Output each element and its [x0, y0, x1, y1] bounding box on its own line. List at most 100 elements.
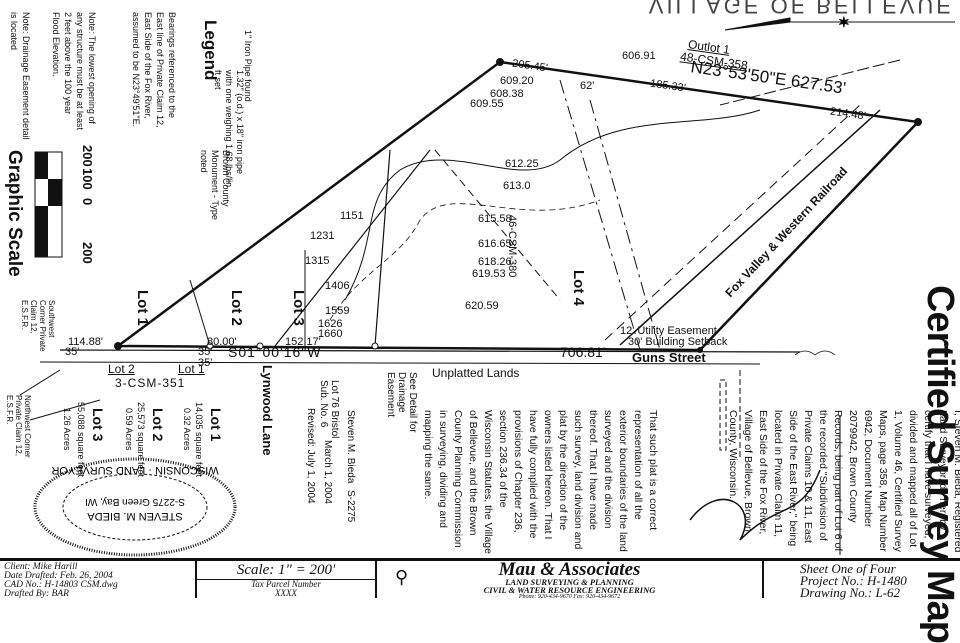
lot-area-acres: 1.26 Acres: [62, 408, 72, 451]
lot-area-sqft: 55,088 square feet: [76, 402, 86, 478]
text-line: with the provisions of Chapter 236, sect…: [497, 410, 539, 539]
lot-area-label: Lot 2: [150, 408, 166, 442]
tax-parcel-label: Tax Parcel Number: [251, 579, 321, 589]
dimension: 62': [580, 80, 595, 92]
elevation: 608.38: [490, 88, 524, 100]
text-line: 358, Map Number 6942, Document Number: [862, 410, 889, 552]
contour-label: 1231: [310, 230, 335, 242]
tax-parcel-value: XXXX: [275, 588, 297, 598]
text-line: Volume 46, Certified Survey Maps, page: [877, 410, 904, 552]
scale-label: Scale: 1" = 200': [197, 561, 375, 580]
surveyor-name: Steven M. Bieda: [345, 410, 356, 484]
scale-tick: 100: [80, 168, 95, 190]
elevation: 612.25: [505, 158, 539, 170]
corner-note: Southwest Corner Private Claim 12, E.S.F…: [20, 300, 56, 352]
contour-label: 1315: [305, 255, 330, 267]
text-line: Planning Commission in surveying, dividi…: [437, 410, 464, 548]
bearings-note: Bearings referenced to the East line of …: [131, 12, 177, 128]
survey-map: ✶ VILLAGE OF BELLEVUE Certified Survey M…: [4, 0, 960, 643]
text-line: and mapping the same.: [422, 410, 449, 528]
dimension: 35': [198, 346, 213, 358]
lot-label: Lot 3: [290, 290, 307, 326]
legend-heading: Legend: [201, 20, 220, 81]
text-line: have made such survey, land division: [572, 410, 599, 531]
svg-text:✶: ✶: [838, 14, 850, 30]
survey-date: March 1, 2004: [322, 440, 333, 504]
dimension: 152.17': [285, 336, 321, 348]
contour-label: 1406: [325, 280, 350, 292]
legend-item: Brown County Monument - Type noted: [199, 150, 231, 220]
elevation: 619.53: [472, 268, 506, 280]
text-line: CAD No.: H-14803 CSM.dwg: [4, 580, 118, 590]
contour-label: 1626: [318, 318, 343, 330]
scale-title: Graphic Scale: [4, 150, 25, 277]
unplatted-lands: Unplatted Lands: [432, 366, 520, 380]
drainage-note: Note: Drainage Easement detail is locate…: [9, 12, 31, 140]
contour-label: 1151: [340, 210, 364, 222]
svg-text:S-2275 Green Bay, WI: S-2275 Green Bay, WI: [85, 496, 185, 507]
sheet-info: Sheet One of Four Project No.: H-1480 Dr…: [764, 561, 960, 600]
sheet-number: Sheet One of Four: [800, 561, 896, 576]
corner-note: Northwest Corner Private Claim 12, E.S.F…: [5, 395, 32, 458]
text-line: I, Steven M. Bieda, Registered Land: [937, 410, 960, 553]
csm-reference: 46-CSM-380: [506, 215, 518, 278]
company-name: Mau & Associates: [498, 559, 641, 580]
text-line: That such plat is a correct representati…: [632, 410, 659, 531]
elevation: 620.59: [465, 300, 499, 312]
text-line: Client: Mike Harill: [4, 562, 78, 572]
dimension: 35': [198, 357, 213, 369]
signature: [689, 469, 821, 541]
text-line: 2079942, Brown County Records, being par…: [832, 410, 859, 523]
svg-text:WISCONSIN · LAND SURVEYOR: WISCONSIN · LAND SURVEYOR: [51, 464, 218, 476]
text-line: listed hereon. That I have fully complie…: [527, 410, 554, 540]
road-centerline: [59, 349, 801, 353]
lot-area-sqft: 14,035 square feet: [194, 402, 204, 478]
dimension: 35': [65, 346, 80, 358]
scale-tick: 200: [80, 145, 95, 167]
certificate-text-2: That such plat is a correct representati…: [422, 410, 660, 555]
text-line: Bellevue, Brown County, Wisconsin.: [727, 410, 754, 532]
lot-label: Lot 4: [570, 270, 587, 306]
csm-reference: 3-CSM-351: [115, 376, 186, 390]
lot-area-acres: 0.32 Acres: [182, 408, 192, 451]
drainage-detail-note: See Detail for Drainage Easement: [385, 372, 418, 433]
elevation: 616.65: [478, 238, 512, 250]
text-line: of all the exterior boundaries of the la…: [617, 410, 644, 552]
elevation: 613.0: [503, 180, 531, 192]
utility-easement: 12' Utility Easement: [620, 325, 717, 337]
contour-label: 1559: [325, 305, 350, 317]
lot-reference: Lot 76 Bristol Sub. No. 6: [318, 380, 340, 439]
adjacent-lot: Lot 2: [108, 362, 135, 376]
plumb-bob-icon: ⚲: [395, 567, 409, 587]
street-name: Guns Street: [632, 350, 706, 365]
legend-item: 1" Iron Pipe found: [243, 30, 253, 102]
elevation: 606.91: [622, 50, 656, 62]
adjacent-lot: Lot 1: [178, 362, 205, 376]
lot-label: Lot 1: [134, 290, 151, 326]
scale-cell: Scale: 1" = 200' Tax Parcel Number XXXX: [197, 561, 377, 598]
dimension: 114.88': [68, 336, 103, 348]
text-line: Date Drafted: Feb. 26, 2004: [4, 571, 113, 581]
elevation: 609.55: [470, 98, 504, 110]
scale-tick: 200: [80, 242, 95, 264]
surveyor-license: S-2275: [345, 490, 356, 523]
lane-name: Lynwood Lane: [260, 365, 275, 456]
svg-text:STEVEN M. BIEDA: STEVEN M. BIEDA: [87, 510, 183, 522]
text-line: Private Claims 10 & 11, East Side of the: [787, 410, 814, 543]
flood-note: Note: The lowest opening of any structur…: [51, 12, 97, 131]
north-arrow: ✶: [724, 14, 955, 31]
text-line: Surveyor, do hereby certify that I have: [922, 410, 949, 531]
company-sub1: LAND SURVEYING & PLANNING: [505, 577, 634, 587]
text-line: surveyed and the division thereof. That …: [587, 410, 614, 529]
village-header: VILLAGE OF BELLEVUE: [648, 0, 954, 18]
scale-tick: 0: [80, 198, 95, 206]
surveyor-seal: STEVEN M. BIEDA S-2275 Green Bay, WI WIS…: [33, 457, 237, 557]
lot-label: Lot 2: [228, 290, 245, 326]
text-line: Drafted By: BAR: [4, 589, 69, 599]
revised-date: Revised: July 1, 2004: [305, 408, 316, 504]
dimension: 80.00': [207, 336, 237, 348]
south-bearing: S01°00'16"W: [228, 344, 322, 360]
company-cell: ⚲ Mau & Associates LAND SURVEYING & PLAN…: [377, 559, 764, 600]
